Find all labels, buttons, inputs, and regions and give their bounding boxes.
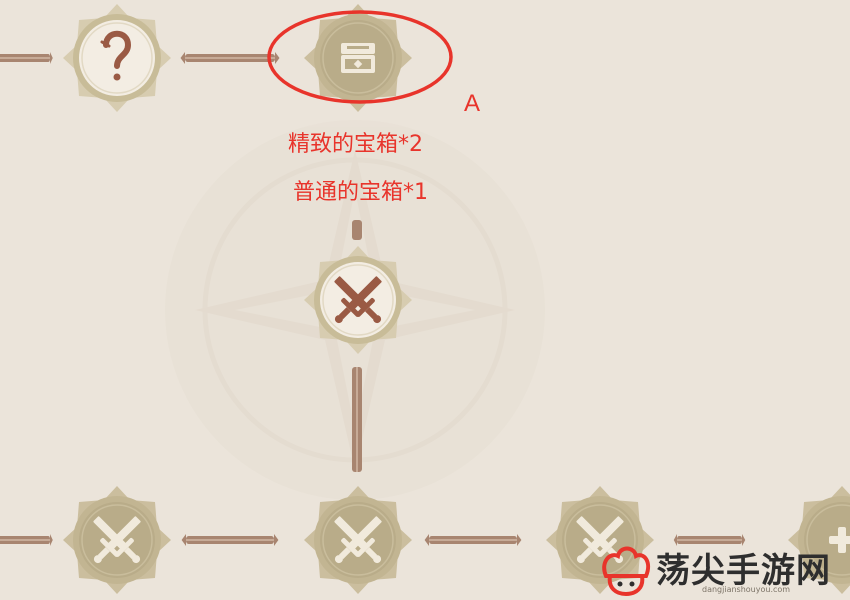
watermark: 荡尖手游网 dangjianshouyou.com bbox=[598, 540, 850, 600]
map-node-battle-left[interactable] bbox=[62, 485, 172, 595]
map-node-battle-middle[interactable] bbox=[303, 485, 413, 595]
highlight-circle bbox=[267, 10, 453, 104]
chef-hat-logo-icon bbox=[602, 546, 651, 597]
watermark-url: dangjianshouyou.com bbox=[702, 585, 791, 594]
plus-icon bbox=[829, 527, 850, 553]
map-node-edge[interactable] bbox=[787, 485, 850, 595]
map-node-mystery[interactable] bbox=[62, 3, 172, 113]
treasure-chest-icon bbox=[341, 43, 375, 73]
question-mark-icon bbox=[100, 30, 132, 81]
map-node-chest[interactable] bbox=[303, 3, 413, 113]
reward-item-1: 精致的宝箱*2 bbox=[288, 132, 423, 157]
annotation-label-a: A bbox=[464, 90, 481, 117]
watermark-site-name: 荡尖手游网 bbox=[656, 551, 831, 591]
reward-item-2: 普通的宝箱*1 bbox=[293, 180, 428, 205]
map-paths bbox=[0, 52, 746, 546]
map-node-battle-current[interactable] bbox=[303, 245, 413, 355]
